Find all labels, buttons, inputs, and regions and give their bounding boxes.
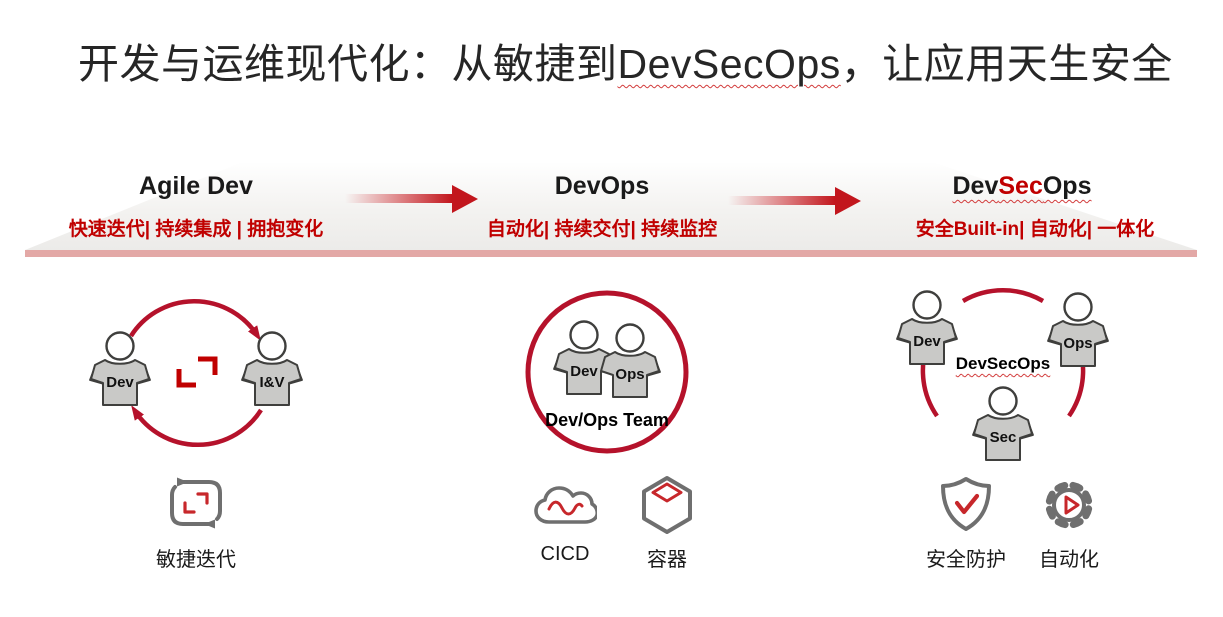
arrow-devops-to-devsecops-icon (728, 196, 835, 205)
devsecops-center-text: DevSecOps (955, 354, 1051, 373)
person-iv-label: I&V (259, 374, 284, 391)
caption-container: 容器 (647, 549, 687, 571)
title-devsecops: DevSecOps (617, 41, 841, 87)
person-iv: I&V (241, 331, 303, 406)
devsecops-ops: Ops (1042, 172, 1092, 200)
team-label: Dev/Ops Team (545, 410, 669, 430)
triangle-top-arc-icon (961, 288, 1045, 303)
container-hexagon-icon (642, 476, 692, 534)
security-shield-icon (941, 477, 991, 531)
caption-agile-iteration: 敏捷迭代 (156, 549, 236, 571)
cicd-cloud-icon (534, 486, 597, 524)
devsecops-center-label: DevSecOps (923, 354, 1083, 374)
devsecops-triangle-illustration: Dev Ops Sec (896, 288, 1109, 461)
page-title: 开发与运维现代化：从敏捷到DevSecOps，让应用天生安全 (78, 30, 1178, 90)
stage-subtitle-devsecops: 安全Built-in| 自动化| 一体化 (915, 219, 1155, 240)
stage-subtitle-devops: 自动化| 持续交付| 持续监控 (486, 219, 718, 240)
devops-team-illustration: Dev Ops (525, 290, 689, 454)
arrow-agile-to-devops-icon (345, 194, 452, 203)
person-dev3: Dev (896, 290, 958, 365)
agile-loop-icon (170, 477, 222, 529)
caption-security: 安全防护 (926, 549, 1006, 571)
ribbon-base-line (25, 250, 1197, 257)
person-dev-label: Dev (106, 374, 134, 391)
title-post: ，让应用天生安全 (840, 41, 1173, 87)
team-circle-icon (525, 290, 689, 454)
stage-title-agile: Agile Dev (139, 172, 253, 200)
caption-cicd: CICD (540, 543, 590, 565)
stage-subtitle-agile: 快速迭代| 持续集成 | 拥抱变化 (68, 219, 324, 240)
person-dev2: Dev (553, 320, 614, 395)
stage-title-devops: DevOps (554, 172, 650, 200)
title-pre: 开发与运维现代化：从敏捷到 (78, 41, 618, 87)
person-dev: Dev (89, 331, 151, 406)
devsecops-dev: Dev (952, 172, 999, 200)
person-ops3-label: Ops (1063, 335, 1092, 352)
cycle-top-arc-icon (129, 298, 261, 341)
person-ops2: Ops (600, 323, 661, 398)
devsecops-sec: Sec (998, 172, 1043, 200)
person-dev2-label: Dev (570, 363, 598, 380)
agile-cycle-illustration: Dev I&V (89, 298, 303, 448)
caption-automation: 自动化 (1039, 549, 1099, 571)
sync-icon (176, 356, 218, 388)
person-ops3: Ops (1047, 292, 1109, 367)
cycle-bottom-arc-icon (131, 405, 263, 448)
person-sec3: Sec (972, 386, 1034, 461)
stage-title-devsecops: DevSecOps (902, 172, 1142, 201)
person-dev3-label: Dev (913, 333, 941, 350)
person-sec3-label: Sec (990, 429, 1017, 446)
automation-gear-icon (1045, 481, 1093, 529)
person-ops2-label: Ops (615, 366, 644, 383)
